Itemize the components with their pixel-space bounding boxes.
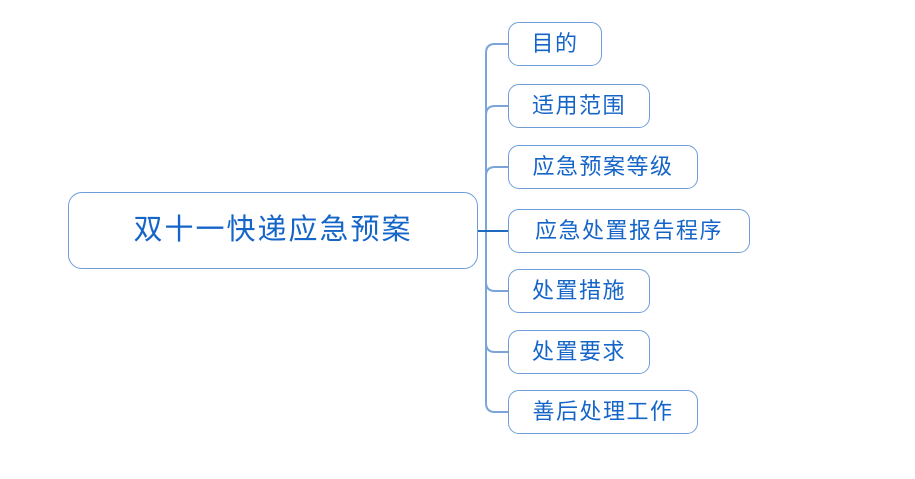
branch-node-4-label: 应急处置报告程序 (534, 218, 723, 243)
branch-node-3[interactable]: 应急预案等级 (508, 145, 698, 189)
branch-node-4[interactable]: 应急处置报告程序 (508, 209, 750, 253)
root-node-label: 双十一快递应急预案 (133, 214, 413, 246)
branch-node-6[interactable]: 处置要求 (508, 330, 650, 374)
branch-node-7[interactable]: 善后处理工作 (508, 390, 698, 434)
branch-node-6-label: 处置要求 (531, 339, 626, 364)
connector-path (485, 342, 508, 353)
branch-node-3-label: 应急预案等级 (532, 154, 674, 179)
connector-path (485, 43, 508, 54)
connector-path (485, 281, 508, 292)
branch-node-1-label: 目的 (531, 31, 579, 56)
connector-path (485, 402, 508, 413)
branch-node-2-label: 适用范围 (531, 93, 626, 118)
connector-path (485, 166, 508, 177)
branch-node-2[interactable]: 适用范围 (508, 84, 650, 128)
branch-node-5[interactable]: 处置措施 (508, 269, 650, 313)
branch-node-5-label: 处置措施 (531, 278, 626, 303)
connector-path (485, 105, 508, 116)
branch-node-7-label: 善后处理工作 (532, 399, 674, 424)
branch-node-1[interactable]: 目的 (508, 22, 602, 66)
root-node[interactable]: 双十一快递应急预案 (68, 192, 478, 269)
